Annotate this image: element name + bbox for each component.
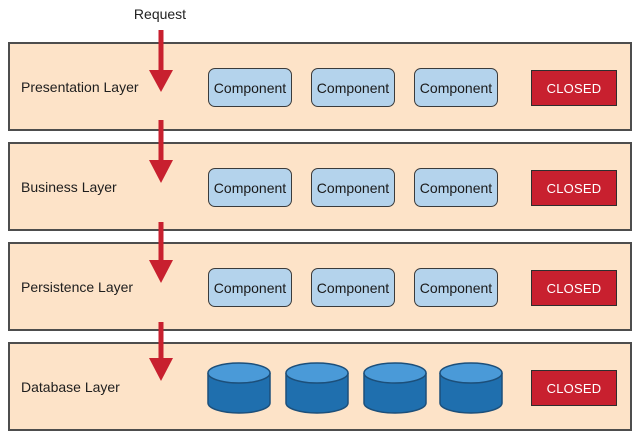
request-label: Request	[133, 6, 187, 22]
arrow-down-icon	[149, 30, 173, 92]
component-box: Component	[414, 168, 498, 207]
database-cylinder-icon	[363, 362, 427, 414]
layer-business: Business Layer Component Component Compo…	[8, 142, 632, 231]
component-box: Component	[311, 268, 395, 307]
component-box: Component	[208, 268, 292, 307]
closed-badge: CLOSED	[531, 170, 617, 206]
closed-badge: CLOSED	[531, 370, 617, 406]
component-box: Component	[414, 268, 498, 307]
layer-label: Presentation Layer	[21, 78, 139, 95]
layer-label: Persistence Layer	[21, 278, 134, 295]
layer-database: Database Layer CLOSED	[8, 342, 632, 431]
layer-persistence: Persistence Layer Component Component Co…	[8, 242, 632, 331]
component-box: Component	[311, 168, 395, 207]
layer-label: Business Layer	[21, 178, 117, 195]
component-box: Component	[311, 68, 395, 107]
arrow-down-icon	[149, 322, 173, 381]
component-box: Component	[208, 68, 292, 107]
arrow-down-icon	[149, 222, 173, 283]
closed-badge: CLOSED	[531, 70, 617, 106]
component-box: Component	[208, 168, 292, 207]
database-cylinder-icon	[439, 362, 503, 414]
database-cylinder-icon	[207, 362, 271, 414]
arrow-down-icon	[149, 120, 173, 183]
layer-label: Database Layer	[21, 378, 120, 395]
database-cylinder-icon	[285, 362, 349, 414]
component-box: Component	[414, 68, 498, 107]
closed-badge: CLOSED	[531, 270, 617, 306]
layer-presentation: Presentation Layer Component Component C…	[8, 42, 632, 131]
